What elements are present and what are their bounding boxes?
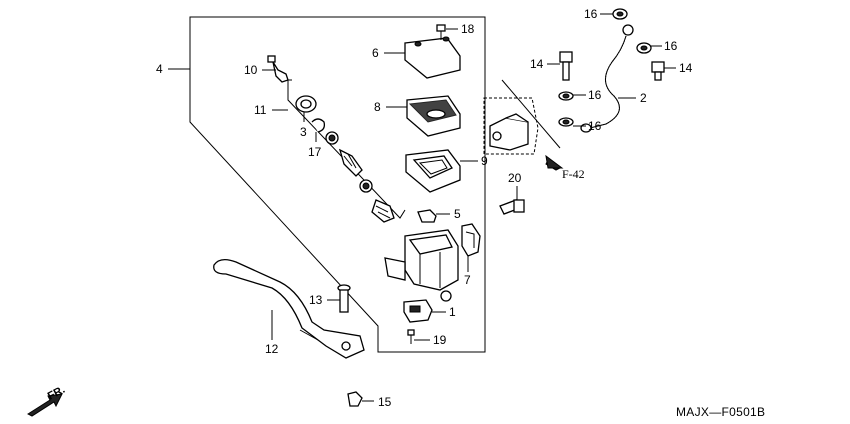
label-18: 18: [461, 22, 475, 36]
spring: [371, 199, 395, 223]
piston: [338, 148, 363, 177]
label-12: 12: [265, 342, 279, 356]
label-7: 7: [464, 273, 471, 287]
bolt-14b: [651, 61, 665, 81]
bolt-20: [499, 199, 525, 215]
piston-cup: [359, 179, 373, 193]
holder-7: [461, 223, 481, 257]
mounting-bracket-inset: [483, 79, 561, 155]
label-15: 15: [378, 395, 392, 409]
float-5: [417, 209, 437, 223]
label-14a: 14: [530, 57, 544, 71]
label-19: 19: [433, 333, 447, 347]
front-arrow-icon: [26, 393, 63, 417]
bolt-14a: [559, 51, 573, 81]
diaphragm-9: [405, 149, 461, 193]
label-13: 13: [309, 293, 323, 307]
screw-19: [407, 329, 415, 344]
reference-arrow-icon: [545, 154, 564, 171]
boot-3: [295, 95, 317, 113]
plate-8: [406, 95, 461, 137]
reservoir-cap-6: [404, 36, 461, 79]
pivot-bolt-13: [337, 284, 351, 313]
master-cylinder-body: [384, 229, 459, 302]
label-16d: 16: [588, 119, 602, 133]
label-16b: 16: [664, 39, 678, 53]
label-10: 10: [244, 63, 258, 77]
washer-16b: [636, 42, 652, 54]
label-20: 20: [508, 171, 522, 185]
label-3: 3: [300, 125, 307, 139]
label-14b: 14: [679, 61, 693, 75]
front-marker-label: FR.: [46, 384, 67, 403]
washer-16c: [558, 91, 574, 101]
pin-10: [267, 55, 289, 83]
label-16a: 16: [584, 7, 598, 21]
washer-16a: [612, 8, 628, 20]
reference-label: F-42: [562, 167, 585, 181]
label-17: 17: [308, 145, 322, 159]
nut-15: [347, 391, 363, 407]
label-5: 5: [454, 207, 461, 221]
brake-lever-12: [213, 258, 365, 359]
label-11: 11: [254, 103, 267, 117]
label-8: 8: [374, 100, 381, 114]
piston-seal: [325, 131, 339, 145]
diagram-code: MAJX—F0501B: [676, 405, 765, 419]
washer-16d: [558, 117, 574, 127]
label-2: 2: [640, 91, 647, 105]
brake-hose-2: [580, 24, 634, 133]
label-9: 9: [481, 154, 488, 168]
snap-ring-17: [311, 118, 326, 133]
assembly-boundary-4: [189, 16, 486, 353]
label-16c: 16: [588, 88, 602, 102]
label-4: 4: [156, 62, 163, 76]
brake-switch-1: [403, 299, 433, 323]
label-6: 6: [372, 46, 379, 60]
label-1: 1: [449, 305, 456, 319]
screw-18: [436, 24, 446, 40]
